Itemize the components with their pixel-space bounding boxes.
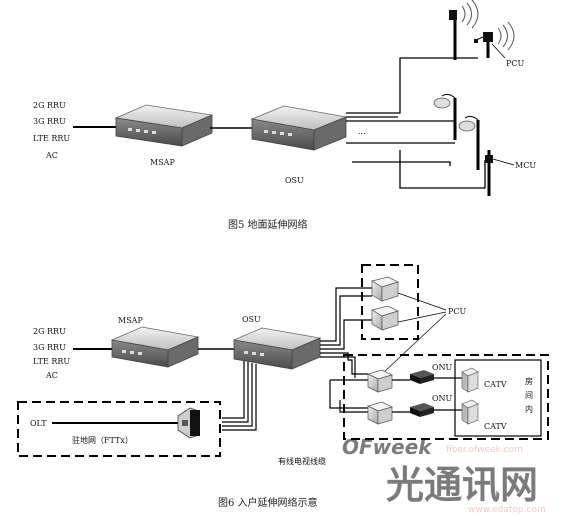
f6-osu-device (232, 327, 322, 370)
f5-ellipsis: ... (358, 127, 366, 136)
watermark-url-bottom: www.edatop.com (468, 505, 546, 515)
f6-cable-label: 有线电视线缆 (278, 456, 326, 466)
f6-room-label-3: 内 (525, 404, 533, 414)
f6-room-box (454, 359, 542, 437)
f5-lamp-2 (458, 115, 480, 170)
figure-6: 2G RRU 3G RRU LTE RRU AC MSAP OSU (17, 264, 549, 509)
f6-catv-socket-2 (461, 399, 479, 425)
f5-pcu-pointer (491, 43, 506, 59)
f6-pcu-label: PCU (448, 307, 467, 316)
f6-msap-device (110, 326, 200, 368)
watermark-brand-en: OFweek (342, 435, 433, 459)
f6-catv-socket-1 (461, 367, 479, 393)
f5-fiber-links (346, 57, 486, 189)
f6-fiber-links (222, 287, 372, 431)
f6-room-label-1: 房 (525, 376, 533, 386)
f5-pcu-antenna-2 (474, 21, 515, 58)
f5-pcu-label: PCU (506, 59, 525, 68)
f5-mcu-pole (485, 150, 493, 196)
f6-onu-label-1: ONU (432, 363, 453, 372)
f6-onu-cube-1 (367, 369, 393, 393)
f5-lamp-1 (433, 93, 457, 140)
f6-input-ac: AC (45, 371, 58, 380)
f6-caption: 图6 入户延伸网络示意 (218, 496, 318, 509)
f6-msap-label: MSAP (118, 316, 143, 325)
watermark-url-top: fiber.ofweek.com (446, 445, 523, 455)
f5-pcu-antenna-1 (449, 0, 479, 60)
f5-osu-device (250, 105, 348, 151)
f6-input-2g: 2G RRU (33, 327, 66, 336)
f5-input-3g: 3G RRU (33, 117, 66, 126)
f5-msap-device (114, 104, 214, 147)
f6-fttx-group-box (17, 401, 221, 457)
f6-olt-label: OLT (30, 419, 47, 428)
f6-input-lte: LTE RRU (33, 357, 70, 366)
f6-onu-cube-2 (367, 401, 393, 425)
f6-catv-label-1: CATV (484, 380, 507, 389)
f6-onu-links (392, 377, 462, 413)
watermark: OFweek fiber.ofweek.com 光通讯网 www.edatop.… (342, 435, 546, 515)
watermark-brand-cn: 光通讯网 (386, 463, 538, 507)
f5-input-ac: AC (45, 151, 58, 160)
f5-input-2g: 2G RRU (33, 101, 66, 110)
f5-mcu-label: MCU (515, 161, 536, 170)
f6-pcu-pointers (383, 292, 447, 373)
figure-5: 2G RRU 3G RRU LTE RRU AC MSAP (33, 0, 536, 231)
f6-fttx-label: 驻地网（FTTx） (72, 435, 133, 445)
f6-onu-label-2: ONU (432, 394, 453, 403)
f6-indoor-group-box (343, 354, 549, 440)
f5-msap-label: MSAP (150, 158, 175, 167)
f5-input-lte: LTE RRU (33, 134, 70, 143)
f6-room-label-2: 间 (525, 391, 533, 400)
f6-pcu-cube-2 (371, 305, 399, 331)
f6-pcu-cube-1 (371, 276, 399, 302)
f6-pcu-group-box (361, 264, 419, 340)
f6-osu-label: OSU (242, 315, 261, 324)
f5-caption: 图5 地面延伸网络 (228, 218, 308, 231)
f6-catv-label-2: CATV (484, 422, 507, 431)
f6-splitter-device (177, 407, 200, 439)
f5-osu-label: OSU (285, 176, 304, 185)
f6-input-3g: 3G RRU (33, 343, 66, 352)
f6-onu-box-1 (410, 370, 434, 384)
f5-mcu-pointer (492, 158, 515, 166)
f6-onu-box-2 (410, 403, 434, 417)
